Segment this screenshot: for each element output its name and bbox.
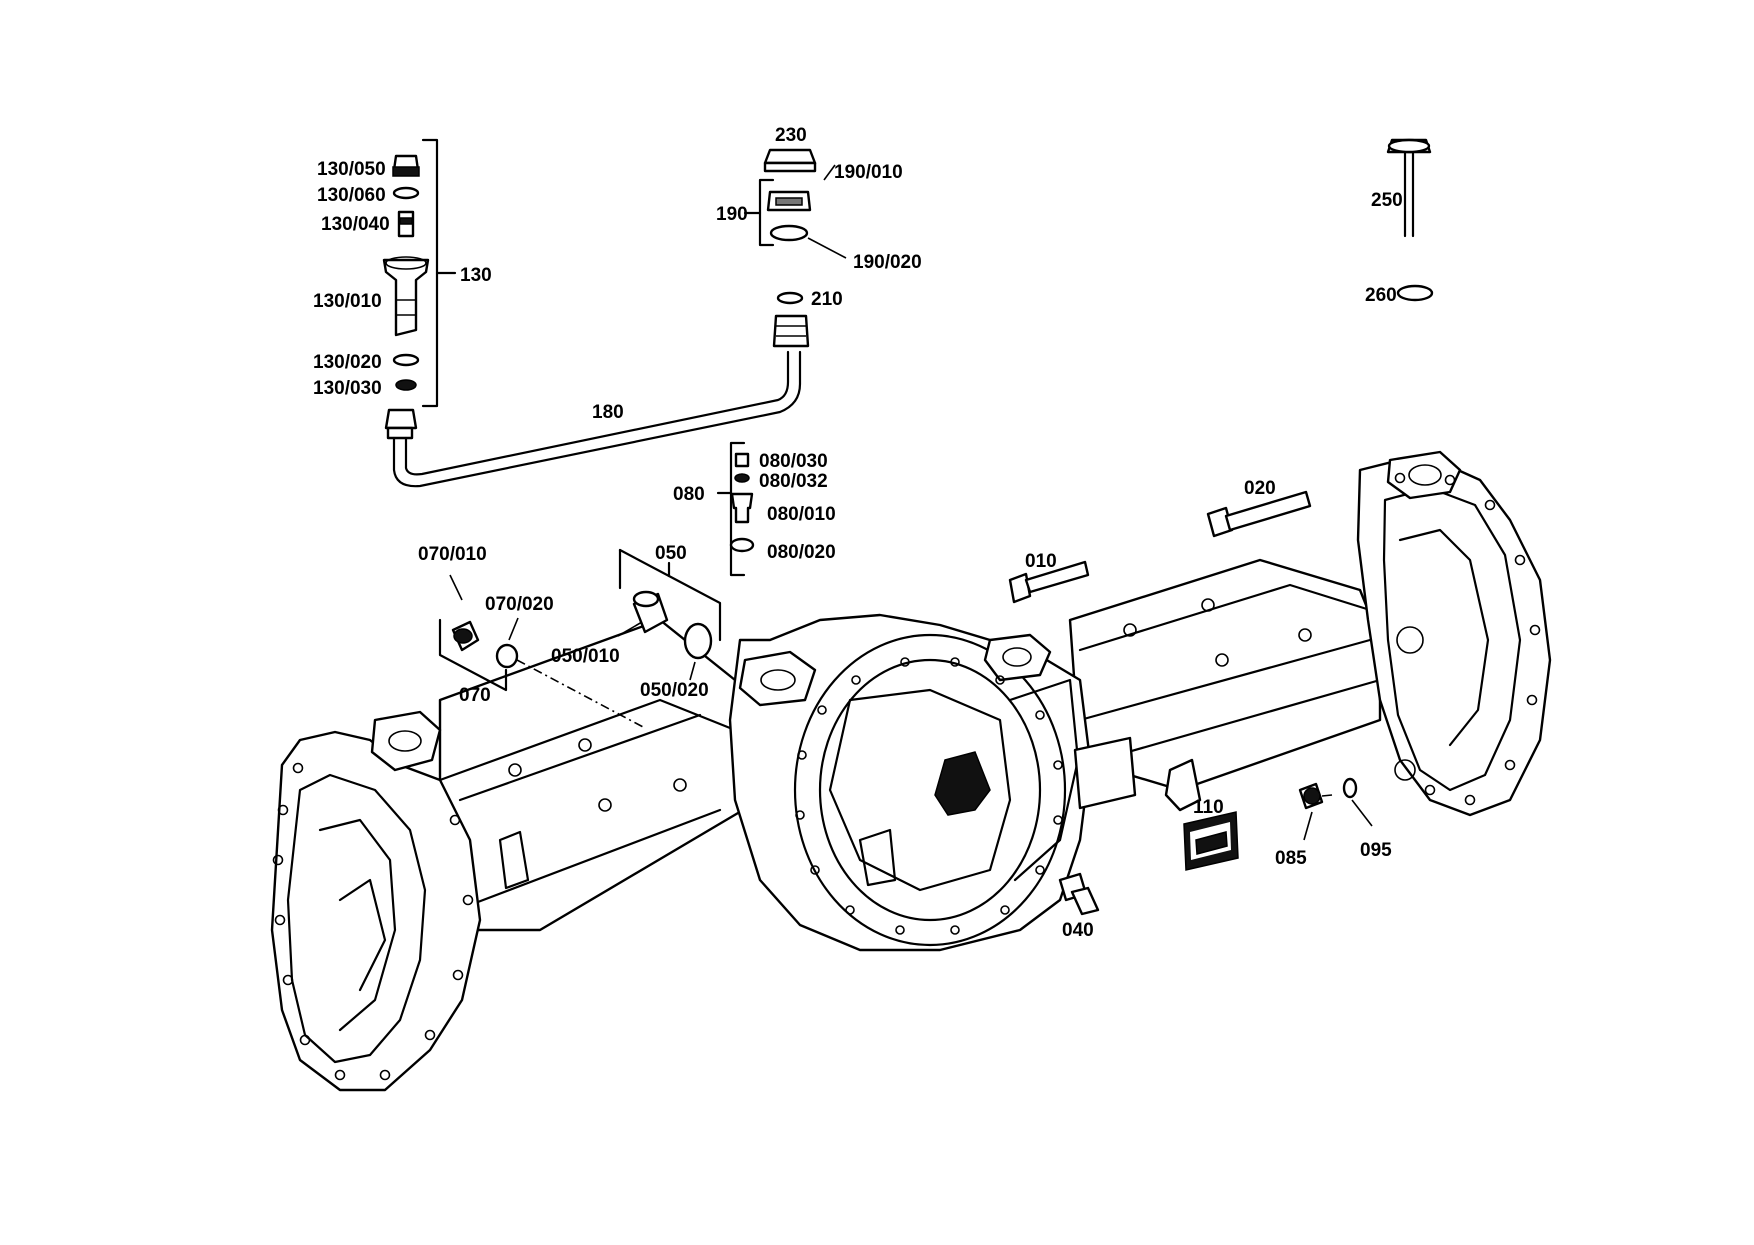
label-085: 085: [1275, 848, 1307, 869]
part-130-020-icon: [392, 353, 420, 367]
part-070-020-icon: [495, 643, 519, 669]
label-190-020: 190/020: [853, 252, 922, 273]
part-250-260-assembly: [1386, 138, 1434, 302]
part-070-assembly: [438, 574, 646, 729]
part-210-icon: [776, 291, 804, 305]
part-080-010-icon: [730, 492, 754, 524]
part-130-assembly: [382, 138, 457, 408]
label-050-020: 050/020: [640, 680, 709, 701]
small-parts: [1183, 777, 1373, 871]
pipe-fitting-nut-icon: [384, 408, 418, 430]
label-040: 040: [1062, 920, 1094, 941]
part-210-fitting-icon: [772, 314, 810, 348]
part-080-032-icon: [734, 473, 750, 483]
part-130-010-icon: [382, 258, 430, 337]
part-080-030-icon: [734, 452, 750, 468]
differential-flange-ring: [793, 633, 1067, 947]
label-190: 190: [716, 204, 748, 225]
label-180: 180: [592, 402, 624, 423]
label-250: 250: [1371, 190, 1403, 211]
label-080-030: 080/030: [759, 451, 828, 472]
label-130-060: 130/060: [317, 185, 386, 206]
label-260: 260: [1365, 285, 1397, 306]
housing-cover-plate: [1073, 736, 1137, 810]
part-050-020-icon: [683, 622, 713, 660]
label-130-020: 130/020: [313, 352, 382, 373]
label-130-030: 130/030: [313, 378, 382, 399]
bolts: [1008, 490, 1312, 916]
label-070-020: 070/020: [485, 594, 554, 615]
label-130-040: 130/040: [321, 214, 390, 235]
part-080-assembly: [716, 441, 755, 577]
part-130-060-icon: [392, 186, 420, 200]
part-130-030-icon: [395, 379, 417, 391]
label-020: 020: [1244, 478, 1276, 499]
label-230: 230: [775, 125, 807, 146]
part-260-oring-icon: [1396, 284, 1434, 302]
part-230-nut-icon: [763, 148, 817, 165]
part-190-020-icon: [769, 224, 809, 242]
callout-labels: 130/050 130/060 130/040 130 130/010 130/…: [313, 125, 1403, 941]
label-010: 010: [1025, 551, 1057, 572]
label-130-010: 130/010: [313, 291, 382, 312]
part-080-020-icon: [729, 537, 755, 553]
part-190-230-assembly: [743, 148, 847, 259]
label-080-020: 080/020: [767, 542, 836, 563]
label-210: 210: [811, 289, 843, 310]
part-050-assembly: [617, 548, 722, 681]
part-180-pipe: [384, 291, 810, 488]
left-hub-flange: [270, 730, 482, 1092]
label-130-050: 130/050: [317, 159, 386, 180]
label-095: 095: [1360, 840, 1392, 861]
label-130: 130: [460, 265, 492, 286]
label-070: 070: [459, 685, 491, 706]
label-110: 110: [1193, 797, 1224, 818]
label-190-010: 190/010: [834, 162, 903, 183]
label-050: 050: [655, 543, 687, 564]
label-080-032: 080/032: [759, 471, 828, 492]
install-dashed-line: [516, 659, 646, 729]
part-010-bolt-icon: [1008, 572, 1032, 604]
label-070-010: 070/010: [418, 544, 487, 565]
label-080: 080: [673, 484, 705, 505]
part-095-washer-icon: [1342, 777, 1358, 799]
label-050-010: 050/010: [551, 646, 620, 667]
axle-housing: [270, 450, 1552, 1092]
label-080-010: 080/010: [767, 504, 836, 525]
